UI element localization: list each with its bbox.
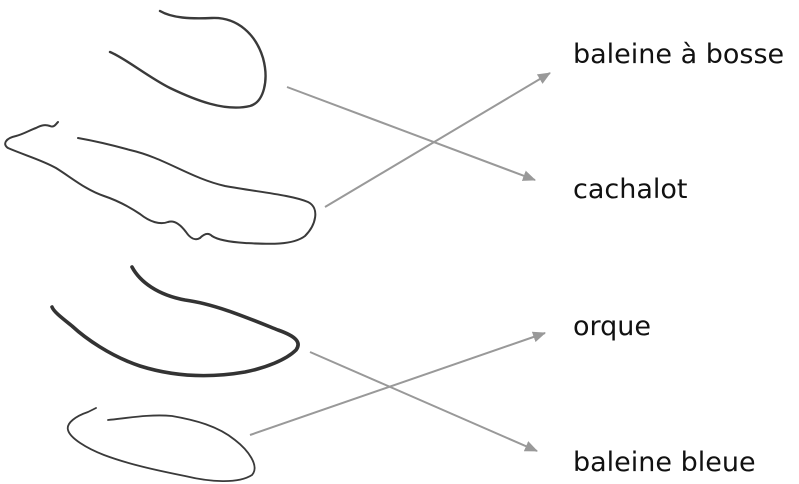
label-orque: orque xyxy=(573,311,652,342)
whale-sketch-4 xyxy=(66,407,256,482)
label-cachalot: cachalot xyxy=(573,174,688,205)
arrow-sketch-4-to-orque xyxy=(249,331,546,436)
arrow-sketch-3-to-baleine-bleue xyxy=(309,351,538,452)
label-baleine-bleue: baleine bleue xyxy=(573,447,756,478)
whale-sketch-1 xyxy=(108,9,267,109)
label-baleine-a-bosse: baleine à bosse xyxy=(573,39,785,70)
arrow-sketch-2-to-baleine-a-bosse xyxy=(324,72,551,208)
whale-sketch-3 xyxy=(50,265,300,378)
whale-sketch-2 xyxy=(4,121,317,245)
arrow-sketch-1-to-cachalot xyxy=(286,86,536,181)
